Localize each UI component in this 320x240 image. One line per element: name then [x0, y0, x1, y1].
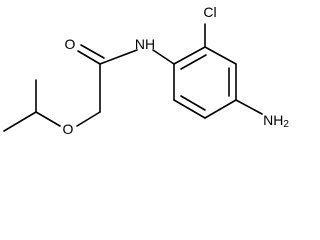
amino-nh-text: NH: [263, 112, 283, 128]
bond-ring-nh2: [235, 99, 263, 115]
bond-ether-ch2: [76, 111, 101, 127]
amino-group-label: NH2: [263, 112, 289, 130]
ether-oxygen-label: O: [63, 121, 74, 137]
bond-carbonyl-double-a: [77, 50, 101, 65]
ring-bond-2: [204, 46, 237, 65]
ring-bond-1: [173, 46, 206, 65]
bonds: [3, 23, 263, 132]
ring-inner-double-3: [180, 95, 206, 111]
amino-subscript: 2: [283, 119, 289, 130]
bond-carbonyl-double-b: [80, 44, 105, 59]
amide-nh-label: NH: [135, 36, 155, 52]
ring-bond-4: [204, 99, 237, 119]
chemical-structure: O NH Cl O NH2: [3, 4, 290, 137]
chlorine-label: Cl: [203, 4, 216, 20]
bond-carbonyl-nh: [99, 49, 138, 65]
bond-isopropyl-ether: [35, 111, 61, 127]
bond-methyl-left: [3, 111, 37, 132]
atom-labels: O NH Cl O NH2: [63, 4, 290, 137]
carbonyl-oxygen-label: O: [65, 36, 76, 52]
bond-nh-ring: [152, 49, 175, 65]
ring-bond-5: [173, 99, 206, 119]
ring-inner-double-1: [180, 54, 207, 70]
